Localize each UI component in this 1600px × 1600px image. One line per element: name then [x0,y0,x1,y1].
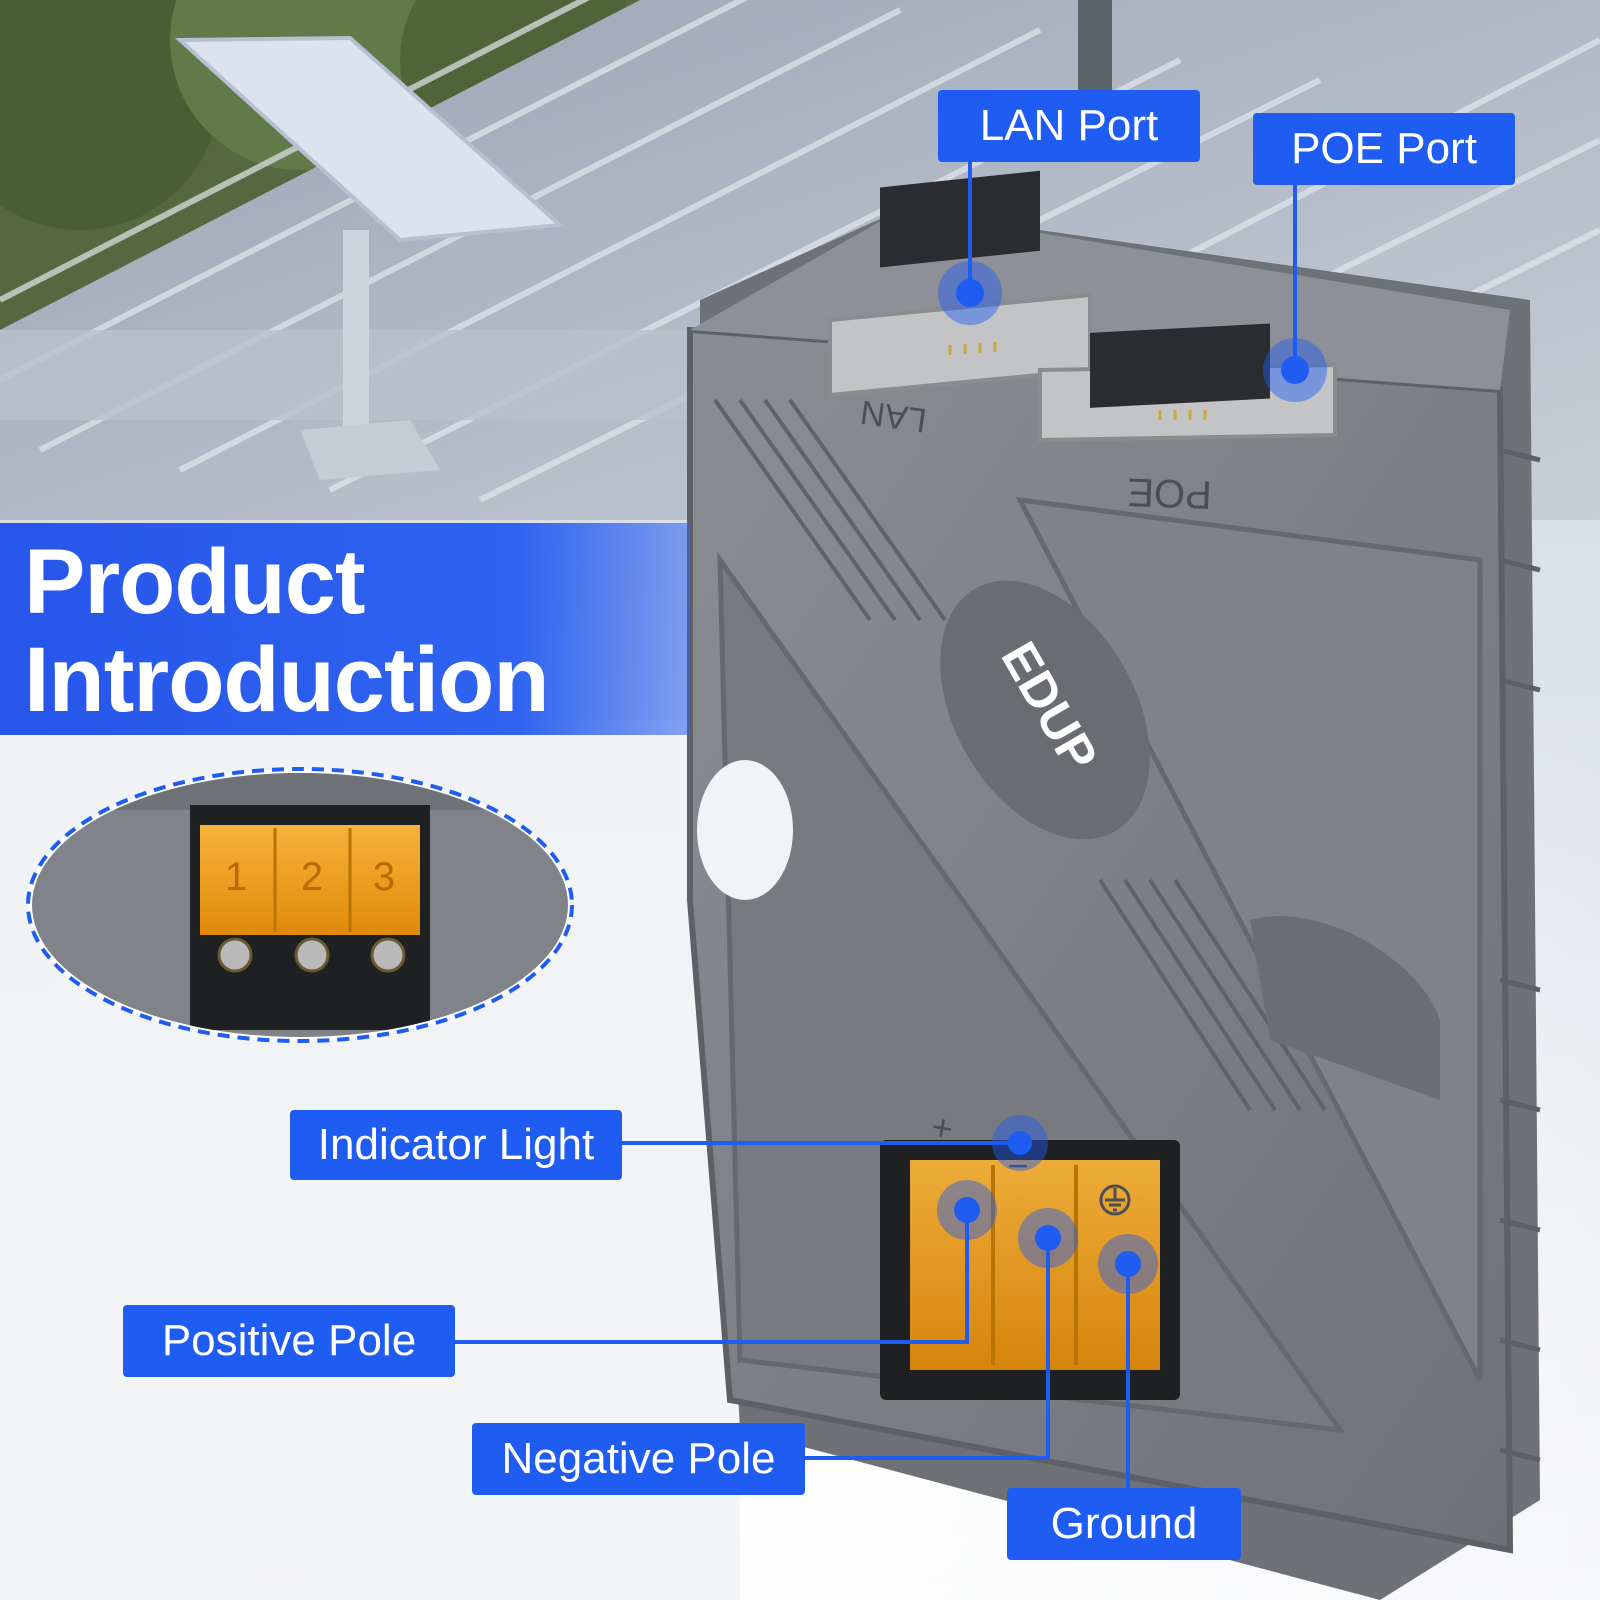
indicator-light-callout: Indicator Light [290,1110,622,1180]
minus-label: − [1007,1145,1028,1186]
poe-port-callout: POE Port [1253,113,1515,185]
terminal-inset [26,767,574,1043]
lan-label: LAN [858,392,929,439]
lan-port-callout: LAN Port [938,90,1200,162]
poe-label: POE [1127,470,1213,517]
terminal-number-2: 2 [301,855,323,899]
negative-pole-callout: Negative Pole [472,1423,805,1495]
ground-symbol-icon [1099,1184,1131,1216]
positive-pole-callout: Positive Pole [123,1305,455,1377]
terminal-number-1: 1 [225,855,247,899]
callout-markers [937,261,1327,1294]
callout-leader-lines [455,160,1297,1488]
terminal-number-3: 3 [373,855,395,899]
title-line-1: Product [24,531,366,633]
title-band [0,523,690,735]
title-line-2: Introduction [24,629,550,731]
roof-mast [1078,0,1112,90]
page-title: Product Introduction [24,531,550,731]
poe-injector-device [687,170,1541,1600]
ground-callout: Ground [1007,1488,1241,1560]
